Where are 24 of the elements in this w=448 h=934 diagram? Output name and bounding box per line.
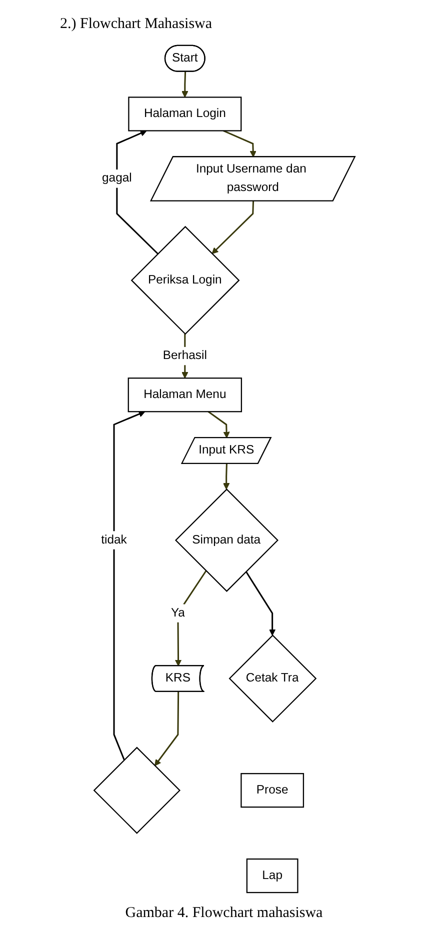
node-diamond: Cetak Tra	[228, 634, 316, 722]
arrow	[222, 130, 256, 158]
arrow	[244, 571, 276, 636]
node-diamond: Periksa Login	[130, 226, 240, 335]
arrow	[116, 130, 158, 254]
edge-label: gagal	[102, 172, 132, 185]
diagram-title: 2.) Flowchart Mahasiswa	[60, 16, 212, 33]
arrow	[181, 72, 188, 98]
node-diamond	[92, 746, 180, 834]
node-box: Prose	[240, 773, 304, 808]
arrow	[174, 570, 206, 666]
node-box: Halaman Menu	[127, 378, 242, 412]
edge-label: Ya	[170, 606, 184, 620]
edge-label: Berhasil	[162, 349, 206, 362]
arrow	[222, 464, 230, 490]
arrow	[211, 201, 254, 254]
arrow	[207, 411, 230, 438]
node-diamond: Simpan data	[174, 488, 278, 592]
arrow	[112, 410, 145, 760]
figure-caption: Gambar 4. Flowchart mahasiswa	[125, 905, 323, 922]
node-box: Halaman Login	[128, 96, 242, 132]
edge-label: tidak	[100, 533, 126, 546]
arrow	[154, 692, 179, 766]
node-box: Lap	[246, 858, 298, 894]
